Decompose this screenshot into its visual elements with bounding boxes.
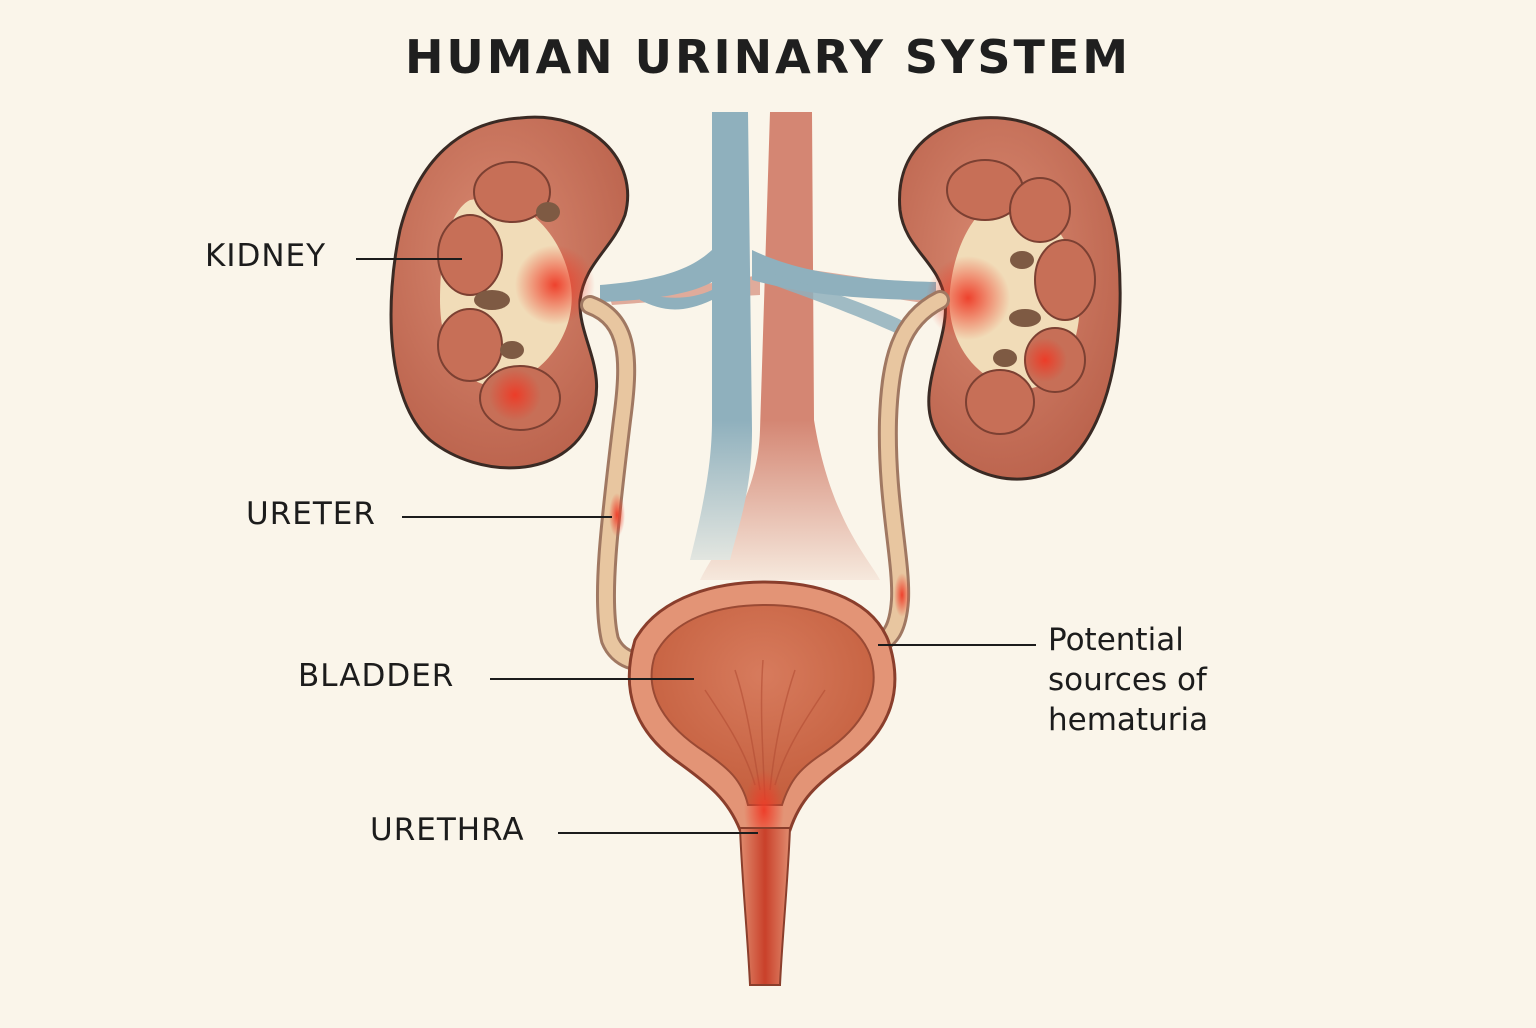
note-line: hematuria [1048,702,1209,738]
note-line: sources of [1048,662,1207,698]
right-kidney [898,116,1122,481]
vessel-fade [660,420,920,600]
bladder-label: BLADDER [298,658,455,694]
hematuria-note: Potential sources of hematuria [1048,620,1208,740]
urethra-label: URETHRA [370,812,525,848]
note-line: Potential [1048,622,1184,658]
ureters [580,290,950,672]
ureter-label: URETER [246,496,376,532]
left-kidney [389,115,630,470]
urethra [738,827,792,986]
bladder [627,580,897,850]
diagram-title: HUMAN URINARY SYSTEM [404,30,1132,84]
kidney-label: KIDNEY [205,238,327,274]
leader-lines [356,258,1036,834]
